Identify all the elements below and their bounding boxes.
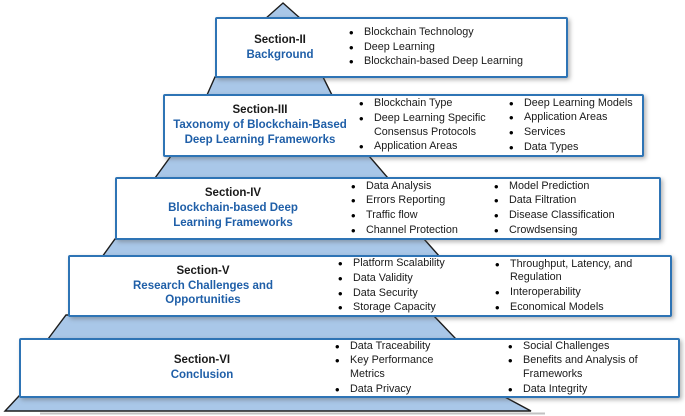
- section-number: Section-V: [176, 264, 230, 277]
- pyramid-band-1: [205, 76, 334, 96]
- bullet-item: Data Types: [507, 140, 642, 156]
- section-title-block: Section-IV Blockchain-based Deep Learnin…: [117, 186, 349, 231]
- bullet-column: Throughput, Latency, and RegulationInter…: [493, 257, 658, 316]
- pyramid-band-2: [153, 155, 390, 179]
- bullet-item: Data Filtration: [492, 193, 652, 209]
- section-number: Section-VI: [173, 354, 231, 367]
- section-title: Blockchain-based Deep Learning Framework…: [168, 202, 298, 229]
- bullet-item: Data Analysis: [349, 179, 492, 195]
- pyramid-base: [3, 395, 532, 412]
- bullet-item: Application Areas: [357, 139, 507, 155]
- section-title-block: Section-II Background: [217, 33, 343, 63]
- bullet-item: Platform Scalability: [336, 256, 493, 272]
- bullet-item: Blockchain Type: [357, 96, 507, 112]
- section-box-4: Section-IV Blockchain-based Deep Learnin…: [115, 177, 661, 240]
- bullet-item: Social Challenges: [506, 339, 666, 355]
- bullet-item: Data Security: [336, 286, 493, 302]
- bullet-item: Key Performance Metrics: [333, 353, 471, 381]
- section-title-block: Section-V Research Challenges and Opport…: [70, 264, 336, 309]
- bullet-column: Deep Learning ModelsApplication AreasSer…: [507, 96, 642, 156]
- section-title-block: Section-III Taxonomy of Blockchain-Based…: [165, 103, 355, 148]
- section-box-6: Section-VI Conclusion Data TraceabilityK…: [19, 338, 680, 398]
- section-number: Section-III: [232, 104, 288, 117]
- section-title-block: Section-VI Conclusion: [21, 353, 333, 383]
- bullet-column: Model PredictionData FiltrationDisease C…: [492, 179, 652, 239]
- bullet-item: Benefits and Analysis of Frameworks: [506, 353, 666, 381]
- bullet-item: Application Areas: [507, 110, 642, 126]
- bullet-item: Data Validity: [336, 271, 493, 287]
- section-number: Section-II: [254, 33, 306, 46]
- bullet-item: Deep Learning Models: [507, 96, 642, 112]
- bullet-column: Blockchain TypeDeep Learning Specific Co…: [357, 96, 507, 155]
- bullet-item: Crowdsensing: [492, 223, 652, 239]
- bullet-item: Blockchain-based Deep Learning: [347, 54, 562, 70]
- bullet-column: Social ChallengesBenefits and Analysis o…: [506, 339, 666, 398]
- bullet-item: Throughput, Latency, and Regulation: [493, 257, 658, 285]
- section-title: Taxonomy of Blockchain-Based Deep Learni…: [173, 119, 347, 146]
- bullet-item: Data Traceability: [333, 339, 471, 355]
- bullet-item: Blockchain Technology: [347, 25, 562, 41]
- bullet-item: Deep Learning Specific Consensus Protoco…: [357, 111, 507, 139]
- bullet-item: Disease Classification: [492, 208, 652, 224]
- bullet-item: Data Privacy: [333, 382, 471, 398]
- pyramid-band-4: [46, 314, 458, 340]
- bullet-column: Data TraceabilityKey Performance Metrics…: [333, 339, 471, 398]
- bullet-item: Traffic flow: [349, 208, 492, 224]
- bullet-item: Channel Protection: [349, 223, 492, 239]
- section-box-3: Section-III Taxonomy of Blockchain-Based…: [163, 94, 644, 157]
- bullet-item: Economical Models: [493, 300, 658, 316]
- section-number: Section-IV: [204, 187, 262, 200]
- bullet-column: Blockchain TechnologyDeep LearningBlockc…: [347, 25, 562, 70]
- section-box-5: Section-V Research Challenges and Opport…: [68, 255, 672, 317]
- section-box-2: Section-II Background Blockchain Technol…: [215, 17, 568, 78]
- bullet-column: Data AnalysisErrors ReportingTraffic flo…: [349, 179, 492, 239]
- bullet-column: Platform ScalabilityData ValidityData Se…: [336, 256, 493, 316]
- bullet-item: Deep Learning: [347, 40, 562, 56]
- section-title: Research Challenges and Opportunities: [133, 279, 273, 307]
- bullet-item: Model Prediction: [492, 179, 652, 195]
- bullet-item: Storage Capacity: [336, 300, 493, 316]
- section-title: Background: [246, 48, 314, 61]
- bullet-item: Data Integrity: [506, 382, 666, 398]
- bullet-item: Errors Reporting: [349, 193, 492, 209]
- bullet-item: Interoperability: [493, 285, 658, 301]
- bullet-item: Services: [507, 125, 642, 141]
- section-title: Conclusion: [170, 369, 234, 381]
